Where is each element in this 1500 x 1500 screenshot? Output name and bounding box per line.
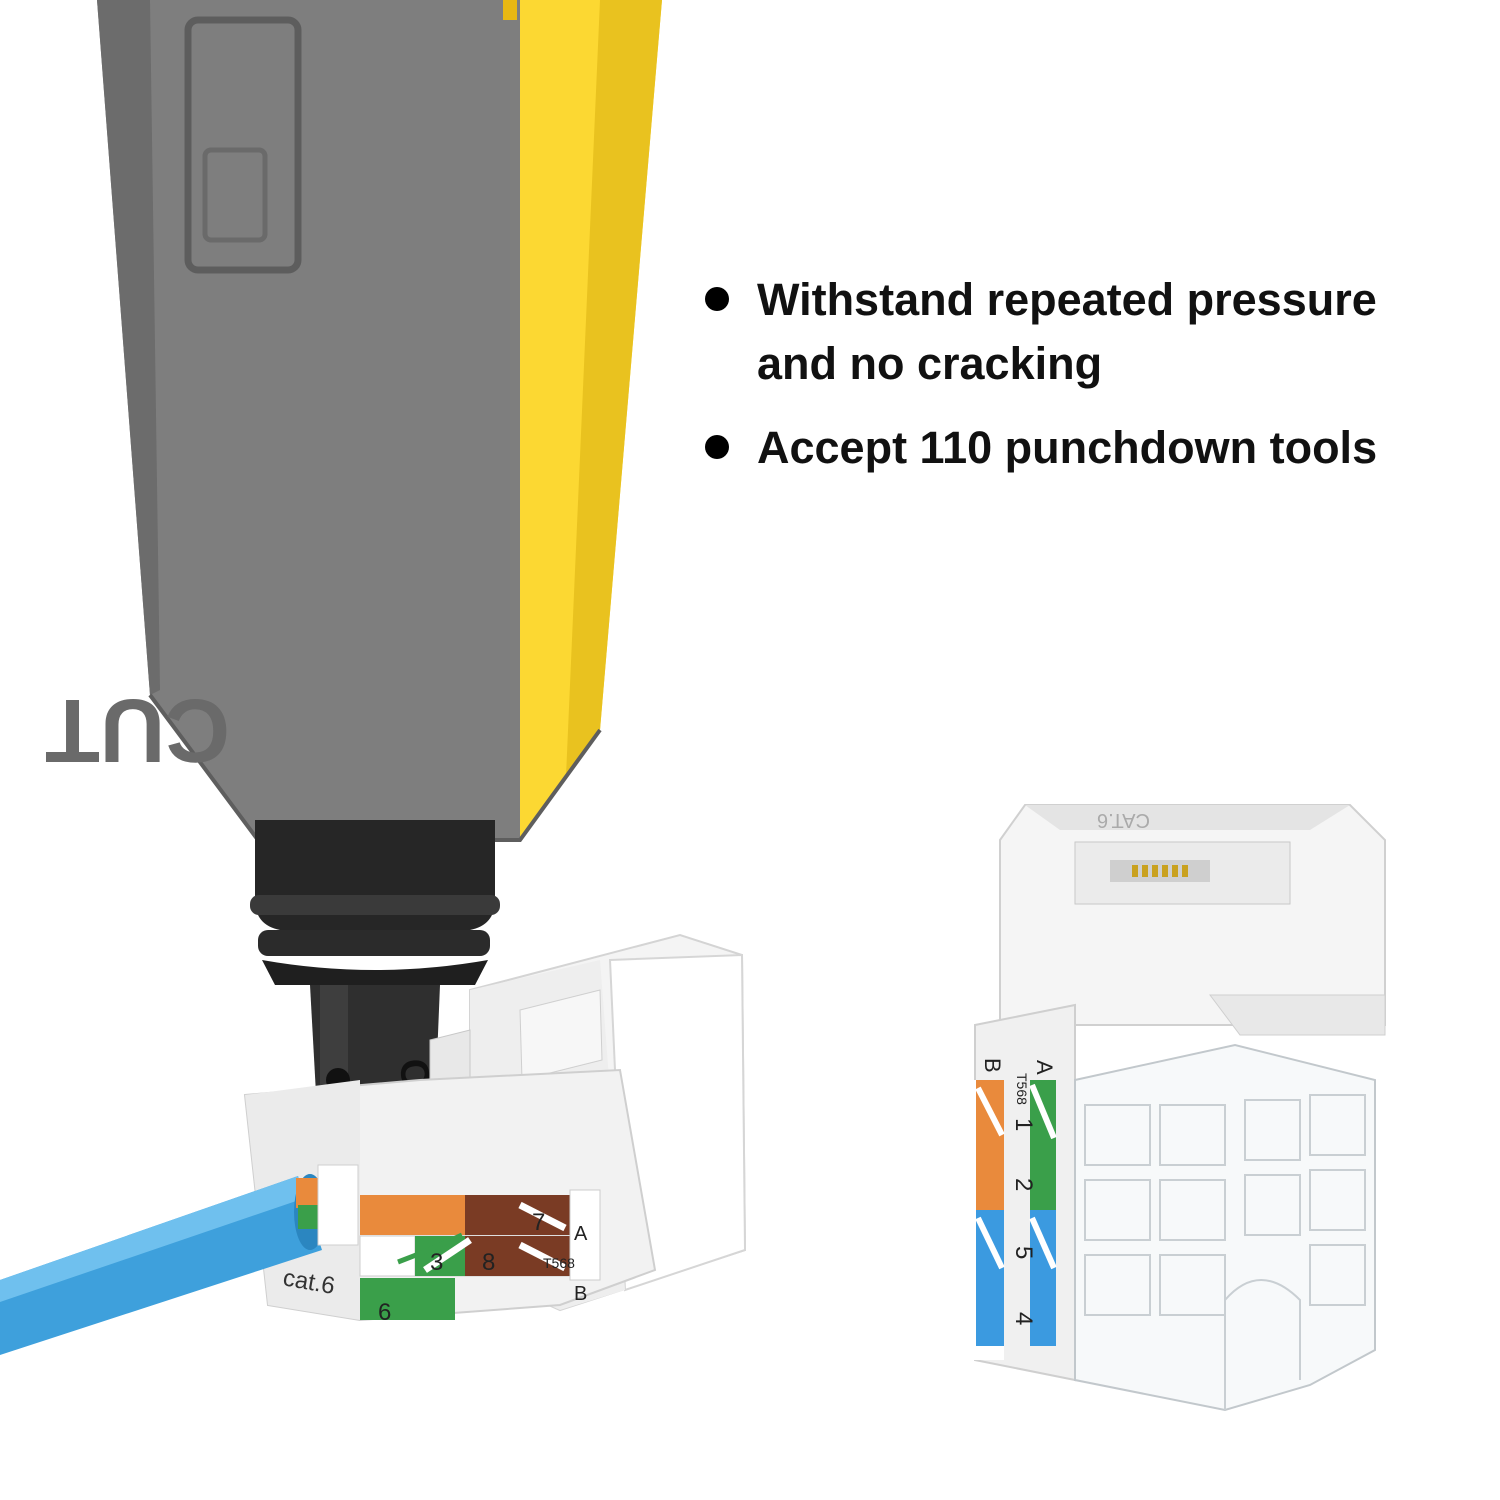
svg-text:T568: T568 (1014, 1073, 1030, 1105)
svg-text:B: B (980, 1058, 1005, 1073)
svg-text:2: 2 (1010, 1178, 1037, 1191)
feature-item: Withstand repeated pressure and no crack… (705, 268, 1465, 396)
svg-text:A: A (1032, 1060, 1057, 1075)
svg-text:3: 3 (430, 1249, 443, 1276)
svg-text:A: A (574, 1223, 588, 1245)
left-color-code-grid: 6 3 8 7 T568 A B cat.6 (281, 1189, 601, 1326)
feature-text: Withstand repeated pressure and no crack… (757, 274, 1377, 389)
feature-item: Accept 110 punchdown tools (705, 416, 1465, 480)
ethernet-cable (0, 1164, 359, 1355)
svg-text:6: 6 (378, 1299, 391, 1326)
svg-text:8: 8 (482, 1249, 495, 1276)
right-color-code-grid: B A T568 1 2 5 4 (972, 1058, 1057, 1360)
tool-cut-imprint: CUT (45, 680, 230, 780)
svg-text:B: B (574, 1283, 587, 1305)
svg-text:4: 4 (1010, 1312, 1037, 1325)
feature-list: Withstand repeated pressure and no crack… (705, 268, 1465, 500)
feature-text: Accept 110 punchdown tools (757, 422, 1378, 473)
svg-text:1: 1 (1010, 1118, 1037, 1131)
svg-text:T568: T568 (543, 1255, 575, 1271)
right-keystone-jack: CAT.6 (972, 804, 1386, 1412)
svg-text:CUT: CUT (45, 680, 230, 780)
bullet-icon (705, 435, 729, 459)
svg-text:5: 5 (1010, 1246, 1037, 1259)
svg-text:7: 7 (532, 1209, 545, 1236)
svg-text:CAT.6: CAT.6 (1097, 809, 1150, 831)
bullet-icon (705, 287, 729, 311)
